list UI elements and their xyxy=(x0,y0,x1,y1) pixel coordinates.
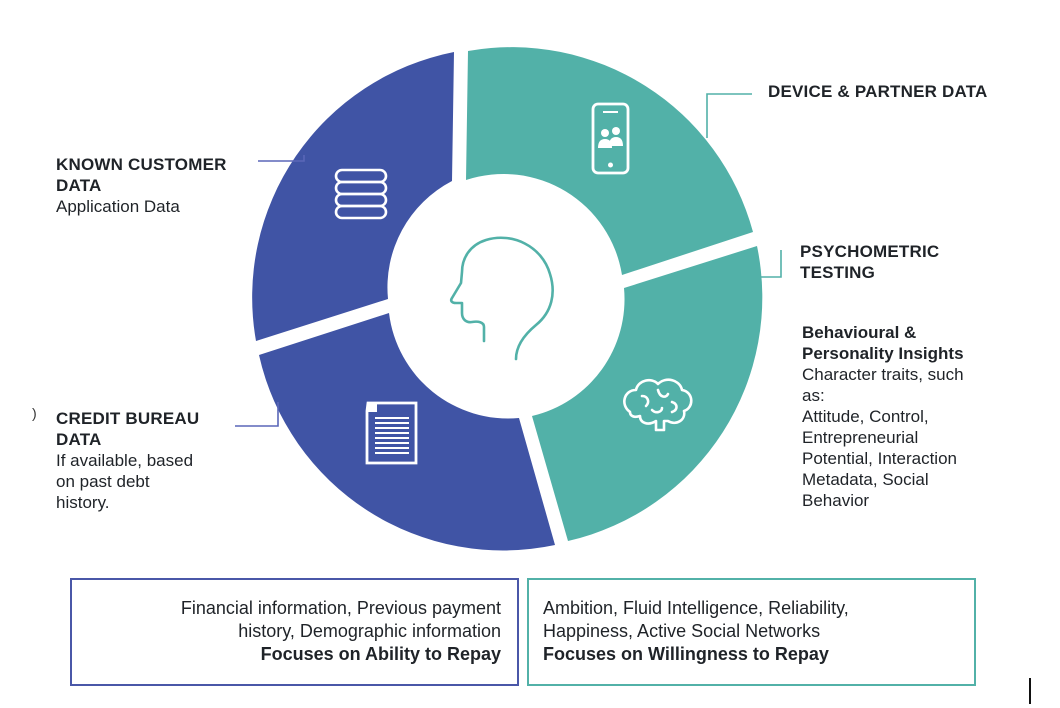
connector-device-partner xyxy=(706,93,752,138)
connector-known-customer xyxy=(258,155,305,162)
known-customer-subtitle: Application Data xyxy=(56,197,180,216)
psychometric-title-line1: PSYCHOMETRIC xyxy=(800,242,940,261)
head-profile-icon xyxy=(449,236,554,361)
callout-known-customer-data: KNOWN CUSTOMER DATA Application Data xyxy=(56,154,227,217)
ability-box-focus: Focuses on Ability to Repay xyxy=(260,644,501,664)
ability-box-line1: Financial information, Previous payment xyxy=(180,598,501,618)
document-icon xyxy=(365,401,418,465)
psychometric-detail-line: Entrepreneurial xyxy=(802,428,919,447)
known-customer-title-line2: DATA xyxy=(56,176,102,195)
stray-mark: ) xyxy=(32,405,37,421)
ability-to-repay-box: Financial information, Previous payment … xyxy=(70,578,519,686)
willingness-box-line1: Ambition, Fluid Intelligence, Reliabilit… xyxy=(543,598,849,618)
credit-bureau-detail-line: If available, based xyxy=(56,451,194,470)
psychometric-detail-line: Attitude, Control, xyxy=(802,407,929,426)
credit-bureau-title-line1: CREDIT BUREAU xyxy=(56,409,200,428)
willingness-to-repay-box: Ambition, Fluid Intelligence, Reliabilit… xyxy=(527,578,976,686)
psychometric-detail-line: Potential, Interaction xyxy=(802,449,957,468)
text-cursor xyxy=(1029,678,1031,704)
known-customer-title-line1: KNOWN CUSTOMER xyxy=(56,155,227,174)
segment-credit-bureau-data xyxy=(259,313,555,551)
insights-heading-line2: Personality Insights xyxy=(802,344,964,363)
callout-psychometric-testing: PSYCHOMETRIC TESTING xyxy=(800,241,939,283)
segment-known-customer-data xyxy=(252,52,454,341)
callout-device-partner-data: DEVICE & PARTNER DATA xyxy=(768,81,988,102)
callout-credit-bureau-data: CREDIT BUREAU DATA If available, based o… xyxy=(56,408,199,513)
willingness-box-focus: Focuses on Willingness to Repay xyxy=(543,644,829,664)
insights-heading-line1: Behavioural & xyxy=(802,323,917,342)
credit-bureau-title-line2: DATA xyxy=(56,430,102,449)
willingness-box-line2: Happiness, Active Social Networks xyxy=(543,621,821,641)
connector-psychometric xyxy=(760,250,782,278)
psychometric-detail-line: Character traits, such xyxy=(802,365,964,384)
psychometric-detail-line: Behavior xyxy=(802,491,870,510)
database-icon xyxy=(334,168,388,220)
psychometric-detail-line: as: xyxy=(802,386,825,405)
ability-box-line2: history, Demographic information xyxy=(238,621,501,641)
brain-icon xyxy=(623,378,693,432)
credit-bureau-detail-line: on past debt xyxy=(56,472,150,491)
device-partner-title: DEVICE & PARTNER DATA xyxy=(768,82,988,101)
psychometric-title-line2: TESTING xyxy=(800,263,876,282)
segment-device-partner-data xyxy=(466,47,753,276)
callout-psychometric-details: Behavioural & Personality Insights Chara… xyxy=(802,322,964,511)
ring xyxy=(252,47,763,551)
credit-bureau-detail-line: history. xyxy=(56,493,110,512)
phone-users-icon xyxy=(591,102,630,175)
psychometric-detail-line: Metadata, Social xyxy=(802,470,929,489)
connector-lines xyxy=(235,93,782,427)
connector-credit-bureau xyxy=(235,402,279,427)
segment-psychometric-testing xyxy=(532,246,763,541)
